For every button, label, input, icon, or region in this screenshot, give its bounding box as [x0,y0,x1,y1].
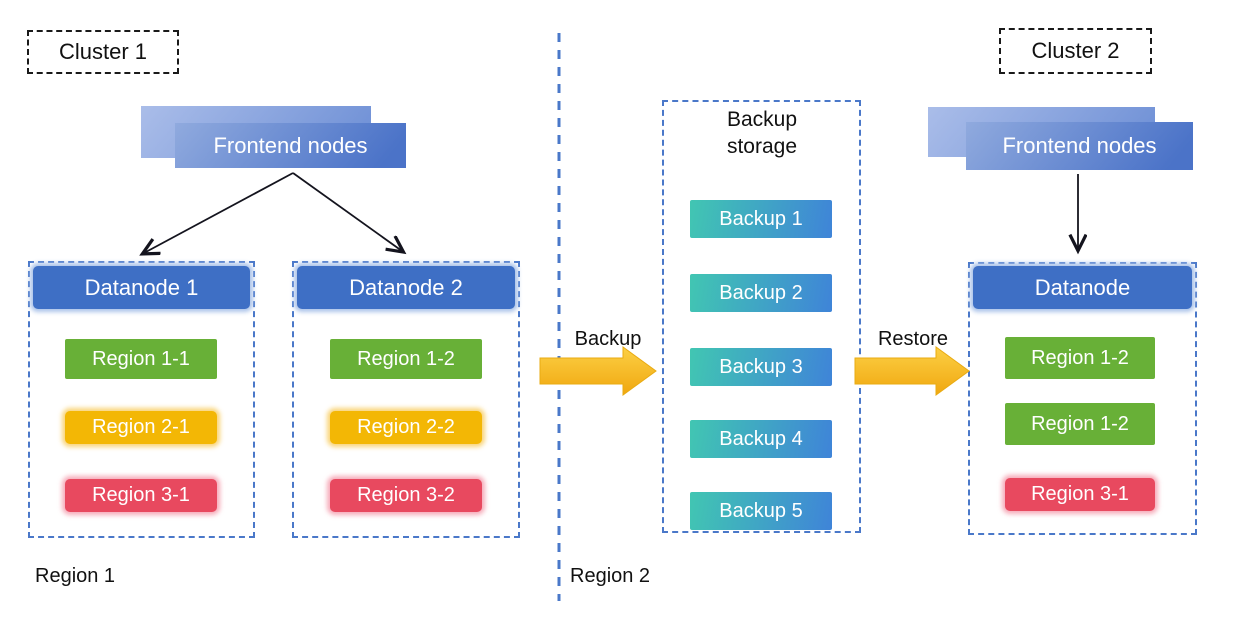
region-chip: Region 2-2 [330,411,482,444]
backup-chip: Backup 3 [690,348,832,386]
backup-arrow-label: Backup [574,328,642,350]
cluster2-frontend-label: Frontend nodes [1002,133,1157,158]
region-chip: Region 3-1 [65,479,217,512]
cluster1-frontend-nodes-box: Frontend nodes [175,123,406,168]
frontend-to-datanode2-arrow [292,172,402,251]
datanode2-header: Datanode 2 [297,266,515,309]
region-chip: Region 1-2 [1005,403,1155,445]
cluster2-frontend-nodes-box: Frontend nodes [966,122,1193,170]
backup-storage-title: Backup storage [726,108,798,159]
cluster2-datanode-header: Datanode [973,266,1192,309]
backup-block-arrow [539,346,657,396]
cluster2-datanode-container [968,262,1197,535]
backup-chip: Backup 1 [690,200,832,238]
region2-note: Region 2 [570,565,651,587]
region-chip: Region 1-2 [330,339,482,379]
backup-chip: Backup 2 [690,274,832,312]
region-chip: Region 3-1 [1005,478,1155,511]
restore-arrow-label: Restore [877,328,949,350]
datanode2-container [292,261,520,538]
frontend-to-datanode1-arrow [144,172,294,253]
region-chip: Region 1-1 [65,339,217,379]
region-chip: Region 1-2 [1005,337,1155,379]
restore-block-arrow [854,346,970,396]
cluster2-label: Cluster 2 [999,28,1152,74]
cluster1-label: Cluster 1 [27,30,179,74]
backup-chip: Backup 5 [690,492,832,530]
datanode1-header: Datanode 1 [33,266,250,309]
region-chip: Region 2-1 [65,411,217,444]
cluster1-frontend-label: Frontend nodes [213,132,368,158]
region1-note: Region 1 [35,565,116,587]
backup-chip: Backup 4 [690,420,832,458]
region-chip: Region 3-2 [330,479,482,512]
datanode1-container [28,261,255,538]
backup-storage-container [662,100,861,533]
